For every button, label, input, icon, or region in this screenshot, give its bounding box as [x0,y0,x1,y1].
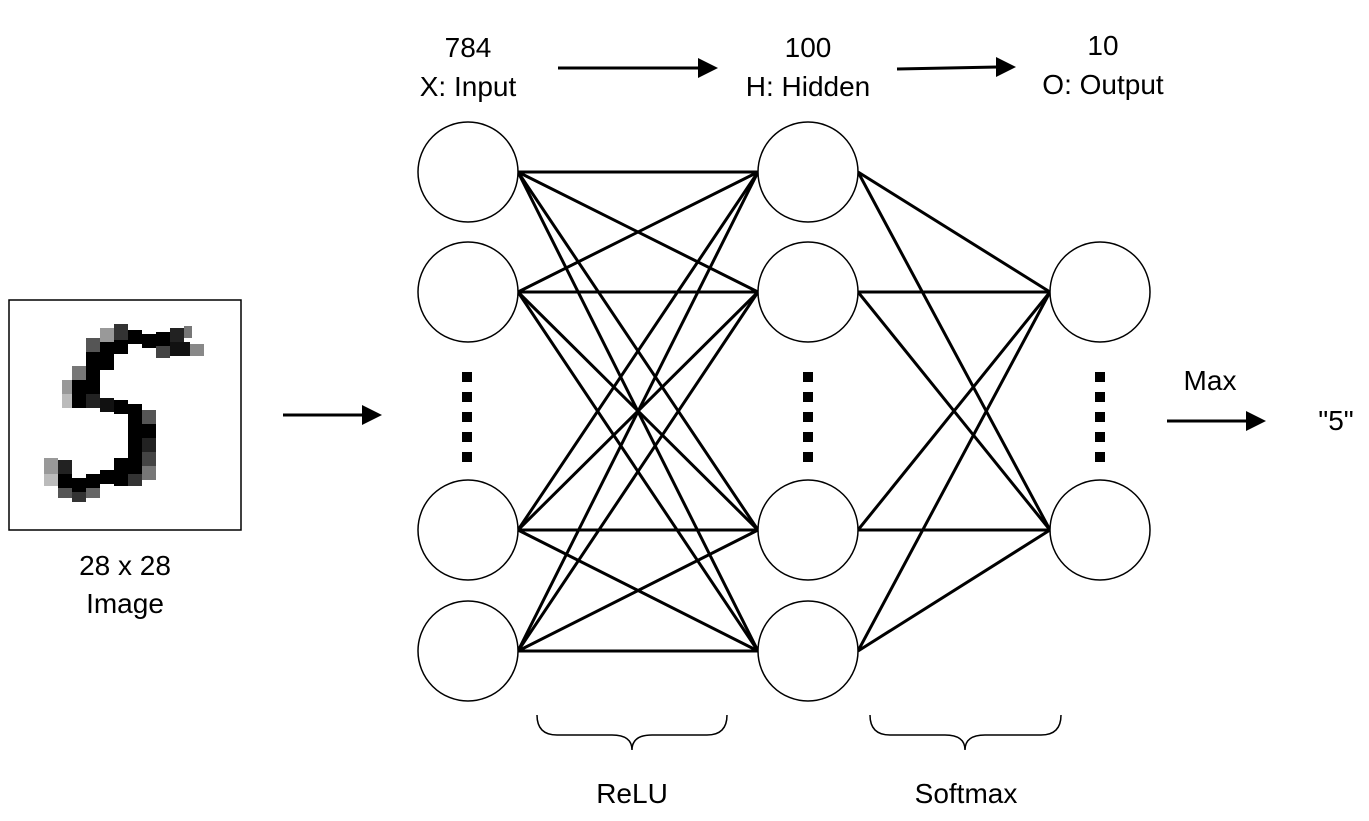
input-to-hidden-header-arrow [558,58,718,78]
input-ellipsis [462,372,472,462]
softmax-label: Softmax [915,778,1018,809]
softmax-brace [869,714,1062,751]
hidden-layer-size: 100 [785,32,832,63]
input-hidden-connection [517,528,759,653]
max-operation-label: Max [1184,365,1237,396]
max-arrow [1167,411,1266,431]
input-neuron [417,600,519,702]
relu-brace [536,714,728,751]
image-size-caption: 28 x 28 [79,550,171,581]
input-neuron [417,121,519,223]
input-layer-size: 784 [445,32,492,63]
hidden-output-connection [857,528,1051,653]
image-caption: Image [86,588,164,619]
output-layer-label: O: Output [1042,69,1164,100]
image-to-input-arrow [283,405,382,425]
input-layer [417,121,519,702]
input-hidden-connection [517,170,759,294]
output-layer [1049,241,1151,581]
input-hidden-connection [516,171,760,531]
hidden-layer [757,121,859,702]
hidden-output-connection [856,171,1052,531]
hidden-to-output-header-arrow [896,57,1016,77]
digit-five-pixels [44,324,204,502]
input-image [8,299,242,531]
output-neuron [1049,479,1151,581]
relu-label: ReLU [596,778,668,809]
hidden-output-connection [856,291,1052,652]
input-neuron [417,479,519,581]
hidden-layer-label: H: Hidden [746,71,871,102]
connections [516,170,1052,653]
input-hidden-connection [516,291,760,652]
input-hidden-connection [516,171,760,652]
hidden-output-connection [857,170,1051,294]
hidden-neuron [757,479,859,581]
hidden-neuron [757,600,859,702]
input-neuron [417,241,519,343]
hidden-neuron [757,241,859,343]
input-layer-label: X: Input [420,71,517,102]
hidden-neuron [757,121,859,223]
output-layer-size: 10 [1087,30,1118,61]
output-neuron [1049,241,1151,343]
prediction-result: "5" [1318,405,1353,436]
output-ellipsis [1095,372,1105,462]
hidden-output-connection [856,291,1052,531]
hidden-ellipsis [803,372,813,462]
